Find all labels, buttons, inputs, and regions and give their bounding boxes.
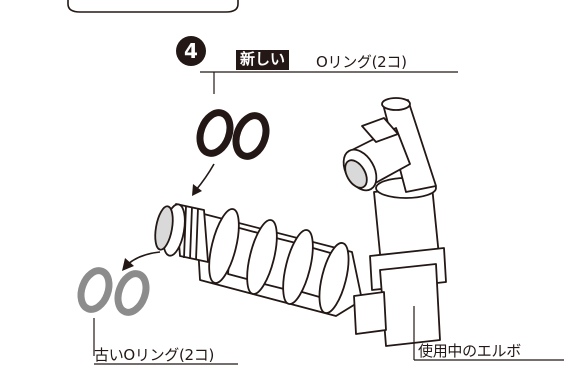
elbow-fitting — [342, 97, 447, 347]
old-o-ring-2 — [114, 270, 150, 316]
new-o-rings — [196, 109, 270, 160]
curved-arrow-new-head — [192, 184, 202, 196]
new-o-ring-1 — [196, 109, 234, 157]
curved-arrow-old — [127, 251, 161, 265]
elbow-label: 使用中のエルボ — [418, 342, 521, 360]
old-o-rings — [77, 267, 150, 316]
top-frame — [67, 0, 239, 13]
new-o-ring-2 — [232, 112, 270, 160]
new-o-ring-label: Oリング(2コ) — [316, 53, 407, 71]
strainer-body — [154, 203, 363, 317]
curved-arrow-old-head — [122, 258, 134, 271]
new-tag-label: 新しい — [236, 50, 290, 70]
curved-arrow-new — [195, 163, 215, 191]
old-o-ring-label: 古いOリング(2コ) — [94, 346, 215, 364]
step-number-badge: 4 — [176, 36, 206, 66]
old-o-ring-1 — [77, 267, 113, 313]
